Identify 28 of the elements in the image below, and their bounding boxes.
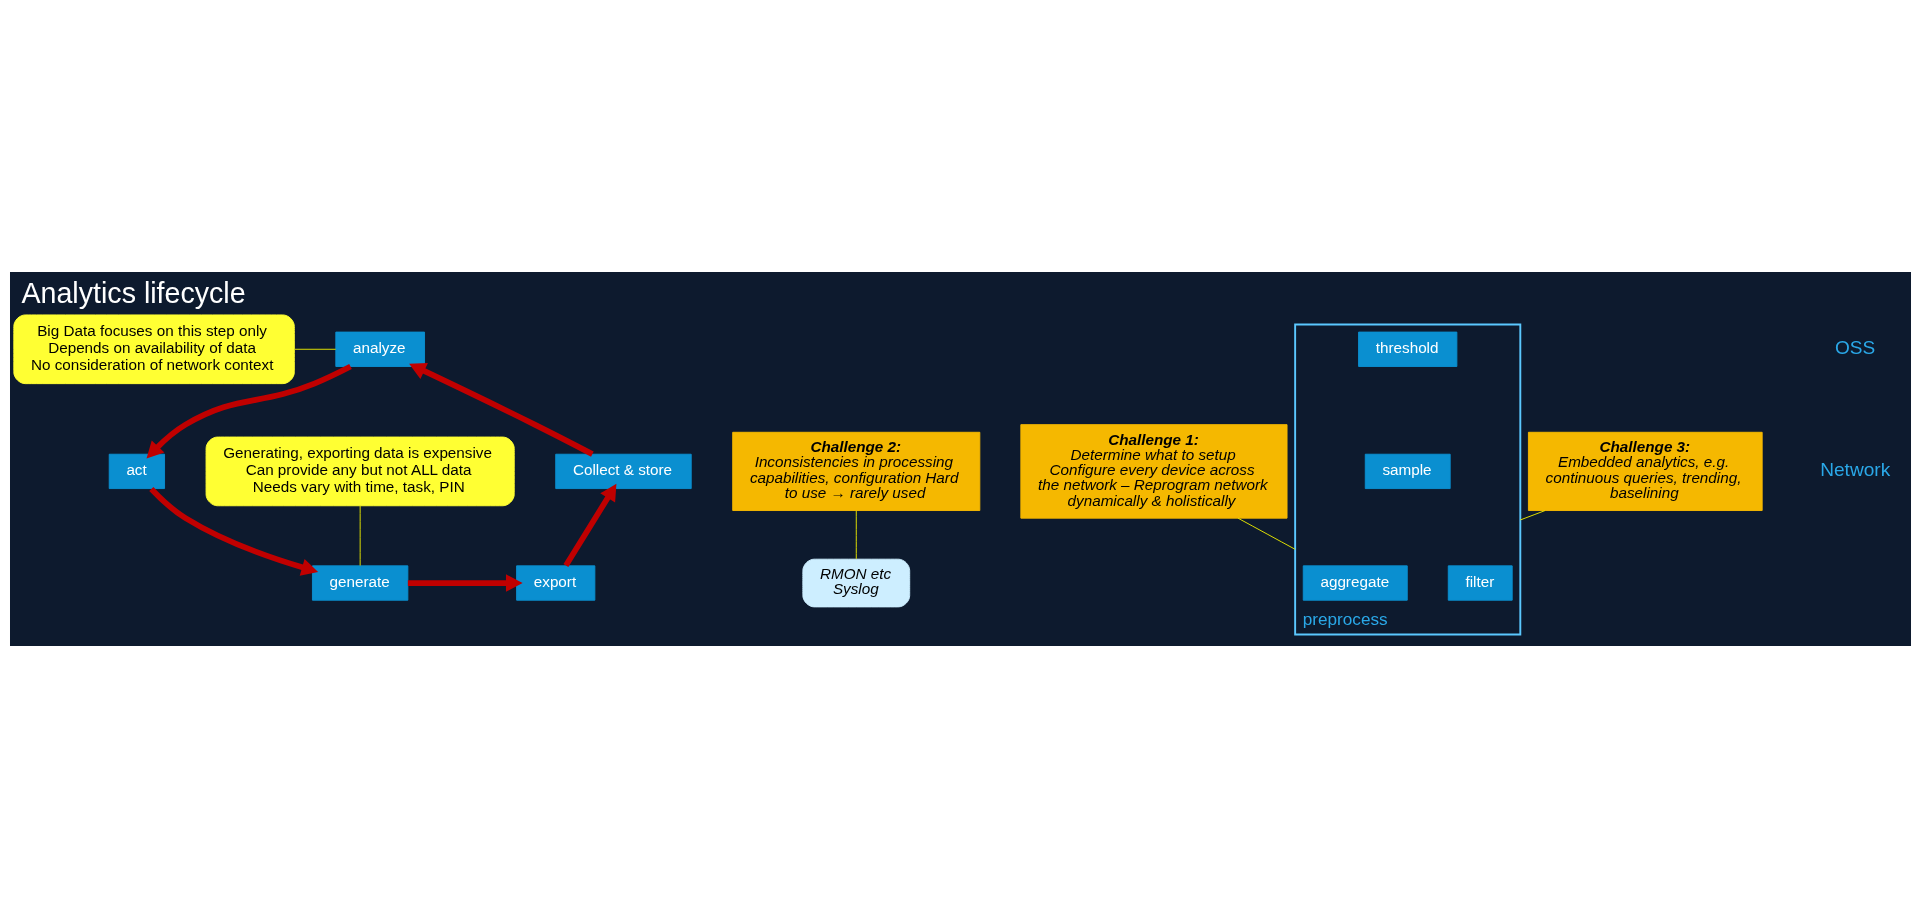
- node-box: generate: [311, 564, 409, 601]
- node-box: Challenge 3: Embedded analytics, e.g. continuous queries, trending, baselining: [1527, 431, 1763, 511]
- arrow: [149, 486, 319, 576]
- node-box: Big Data focuses on this step only Depends on availability of data No consideration of network context: [13, 313, 295, 384]
- arrow: [563, 483, 617, 567]
- node-box: sample: [1364, 453, 1451, 489]
- connector: [359, 504, 361, 566]
- node-box: Collect & store: [555, 453, 692, 489]
- node-box: aggregate: [1302, 564, 1408, 601]
- node-box: Challenge 2: Inconsistencies in processing capabilities, configuration Hard to use → rarely used: [732, 431, 981, 511]
- node-box: export: [516, 564, 596, 601]
- label: Network: [1820, 458, 1891, 480]
- diagram-title: Analytics lifecycle: [21, 276, 246, 309]
- node-box: RMON etc Syslog: [802, 558, 911, 607]
- connector: [1237, 517, 1296, 550]
- node-box: analyze: [335, 331, 425, 367]
- node-box: filter: [1447, 564, 1513, 601]
- node-box: Generating, exporting data is expensive Can provide any but not ALL data Needs vary with time, task, PIN: [205, 436, 515, 506]
- arrow: [409, 362, 594, 457]
- node-box: threshold: [1358, 331, 1458, 367]
- arrow: [146, 363, 352, 459]
- node-box: Challenge 1: Determine what to setup Configure every device across the network – Reprogram network dynamically & holistically: [1020, 423, 1288, 519]
- connector: [294, 348, 337, 350]
- arrow: [407, 573, 523, 592]
- connector: [1519, 509, 1546, 520]
- label: OSS: [1835, 336, 1876, 358]
- connector: [855, 509, 857, 559]
- node-box: act: [108, 453, 166, 489]
